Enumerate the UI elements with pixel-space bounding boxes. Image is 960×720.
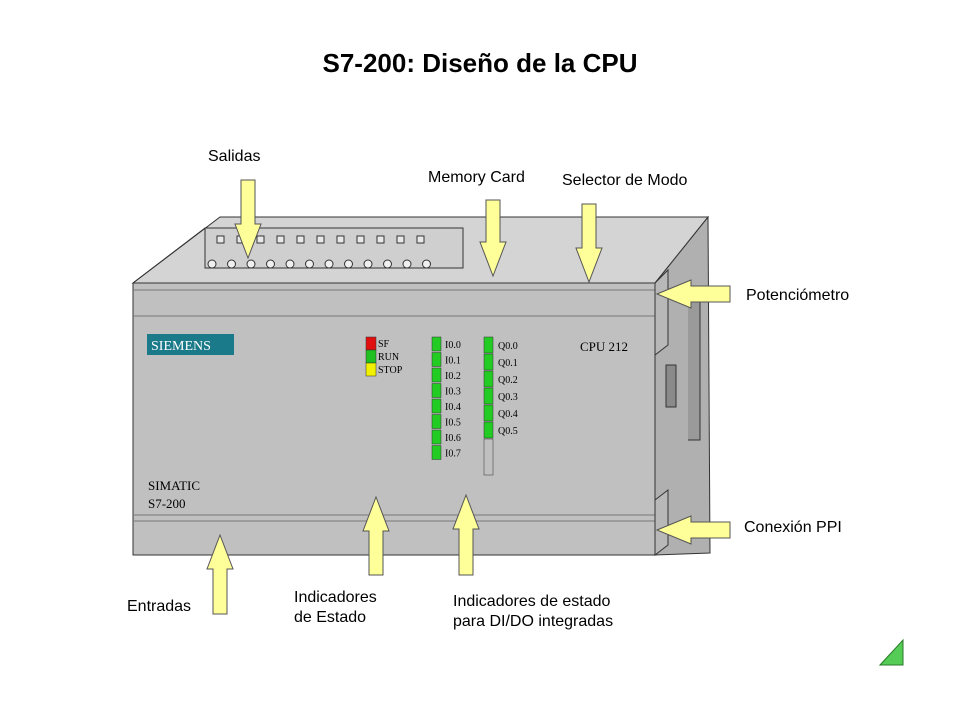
arrow-potenciometro-icon xyxy=(655,279,731,309)
terminal-screw xyxy=(336,235,345,244)
status-led xyxy=(365,336,377,351)
page-title: S7-200: Diseño de la CPU xyxy=(322,48,638,78)
status-led-group: SF RUN STOP xyxy=(365,336,403,377)
output-led-label: Q0.2 xyxy=(498,375,518,386)
arrow-ppi-icon xyxy=(655,515,731,545)
terminal-screw xyxy=(356,235,365,244)
output-led-group: Q0.0Q0.1Q0.2Q0.3Q0.4Q0.5 xyxy=(483,336,518,476)
label-indicadores-dido-2: para DI/DO integradas xyxy=(453,613,614,630)
output-led-label: Q0.5 xyxy=(498,426,518,437)
label-indicadores-estado-2: de Estado xyxy=(294,609,367,626)
arrow-entradas-icon xyxy=(206,533,234,615)
status-led-label: SF xyxy=(378,339,390,350)
input-led-label: I0.3 xyxy=(445,387,461,398)
potentiometer-slot xyxy=(654,268,669,357)
terminal-screw xyxy=(256,235,265,244)
unused-output-slot xyxy=(483,438,494,476)
output-led-label: Q0.4 xyxy=(498,409,518,420)
input-led-label: I0.2 xyxy=(445,371,461,382)
input-led xyxy=(431,383,442,398)
input-led-group: I0.0I0.1I0.2I0.3I0.4I0.5I0.6I0.7 xyxy=(431,336,461,460)
brand-text: SIEMENS xyxy=(151,339,211,354)
plc-front-panel xyxy=(132,282,656,556)
label-conexion-ppi: Conexión PPI xyxy=(744,519,842,536)
output-led xyxy=(483,370,494,388)
corner-triangle-icon xyxy=(878,638,904,666)
output-led xyxy=(483,421,494,439)
family-line-1: SIMATIC xyxy=(148,478,200,493)
label-memory-card: Memory Card xyxy=(428,169,525,186)
terminal-screw xyxy=(276,235,285,244)
terminal-hole xyxy=(285,259,295,269)
terminal-hole xyxy=(227,259,236,269)
terminal-screw xyxy=(296,235,305,244)
label-entradas: Entradas xyxy=(127,598,192,615)
terminal-screw xyxy=(396,235,405,244)
status-led xyxy=(365,349,377,364)
cpu-model: CPU 212 xyxy=(580,339,628,354)
status-led-label: RUN xyxy=(378,352,399,363)
output-led-label: Q0.3 xyxy=(498,392,518,403)
family-line-2: S7-200 xyxy=(148,496,186,511)
terminal-hole xyxy=(266,259,275,269)
arrow-selector-icon xyxy=(575,203,603,284)
input-led xyxy=(431,367,442,383)
label-indicadores-estado: Indicadores de Estado xyxy=(294,588,377,628)
terminal-screw xyxy=(376,235,385,244)
input-led-label: I0.1 xyxy=(445,356,461,367)
input-led-label: I0.5 xyxy=(445,418,461,429)
output-led xyxy=(483,387,494,405)
output-led-label: Q0.0 xyxy=(498,341,518,352)
side-slot xyxy=(665,364,677,408)
output-led xyxy=(483,353,494,371)
output-led xyxy=(483,336,494,354)
terminal-hole xyxy=(207,259,217,269)
input-led xyxy=(431,398,442,414)
terminal-screw xyxy=(416,235,425,244)
label-indicadores-dido-1: Indicadores de estado xyxy=(453,593,611,610)
plc-rear-enclosure xyxy=(131,215,711,556)
output-led xyxy=(483,404,494,422)
arrow-indicadores-estado-icon xyxy=(362,495,390,576)
input-led xyxy=(431,336,442,352)
terminal-hole xyxy=(246,259,256,269)
ppi-port xyxy=(654,488,669,557)
input-led-label: I0.4 xyxy=(445,402,461,413)
arrow-indicadores-dido-icon xyxy=(452,493,480,576)
input-led-label: I0.6 xyxy=(445,433,461,444)
arrow-salidas-icon xyxy=(234,179,262,260)
output-led-label: Q0.1 xyxy=(498,358,518,369)
terminal-screw xyxy=(316,235,325,244)
terminal-hole xyxy=(305,259,314,269)
terminal-hole xyxy=(324,259,334,269)
input-led-label: I0.7 xyxy=(445,449,461,460)
siemens-logo xyxy=(147,334,234,355)
label-indicadores-estado-1: Indicadores xyxy=(294,589,377,606)
label-selector-modo: Selector de Modo xyxy=(562,172,688,189)
terminal-hole xyxy=(383,259,392,269)
status-led-label: STOP xyxy=(378,365,403,376)
terminal-hole xyxy=(402,259,412,269)
arrow-memory-card-icon xyxy=(479,199,507,278)
input-led xyxy=(431,414,442,429)
callout-arrows xyxy=(206,179,731,615)
label-potenciometro: Potenciómetro xyxy=(746,287,850,304)
label-salidas: Salidas xyxy=(208,148,261,165)
terminal-hole xyxy=(344,259,353,269)
input-led xyxy=(431,429,442,445)
input-led xyxy=(431,352,442,367)
terminal-hole xyxy=(363,259,373,269)
input-led xyxy=(431,445,442,460)
label-indicadores-dido: Indicadores de estado para DI/DO integra… xyxy=(453,592,613,632)
terminal-screw xyxy=(216,235,225,244)
input-led-label: I0.0 xyxy=(445,340,461,351)
terminal-hole xyxy=(422,259,431,269)
status-led xyxy=(365,362,377,377)
